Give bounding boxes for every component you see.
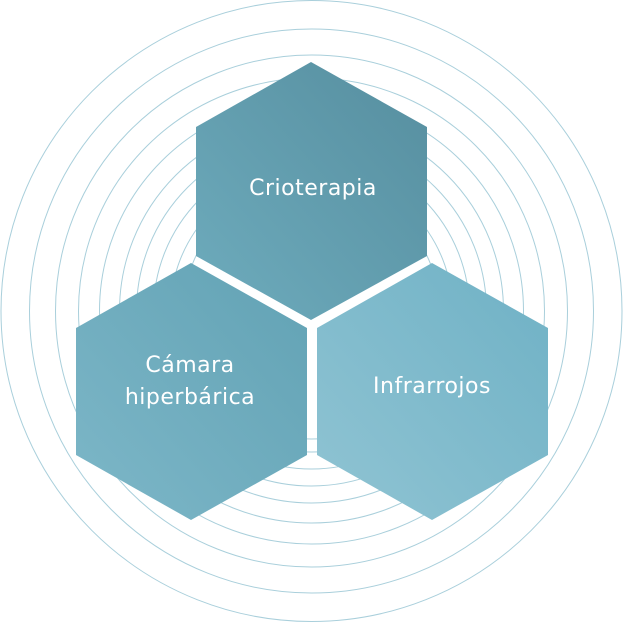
hexagon-crioterapia[interactable]	[196, 62, 427, 320]
label-camara-hiperbarica: Cámara hiperbárica	[124, 353, 256, 410]
label-infrarrojos: Infrarrojos	[373, 374, 491, 399]
hexagon-camara-hiperbarica[interactable]	[76, 263, 307, 520]
ring	[55, 54, 568, 568]
label-crioterapia: Crioterapia	[249, 176, 377, 201]
hexagon-infrarrojos[interactable]	[317, 263, 548, 520]
ring	[29, 28, 594, 594]
